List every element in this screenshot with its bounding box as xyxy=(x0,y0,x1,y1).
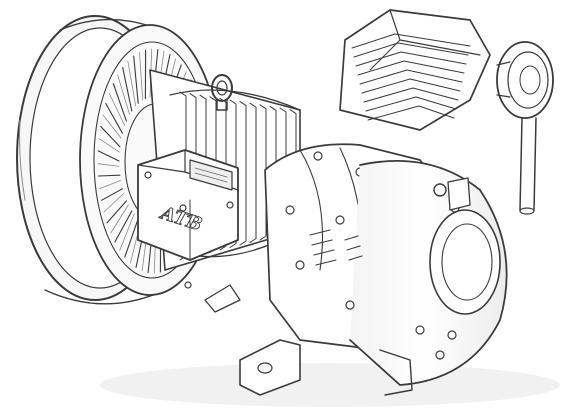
ground-shadow xyxy=(100,363,560,407)
front-cover xyxy=(345,160,508,386)
air-filter xyxy=(496,41,554,119)
lifting-eye xyxy=(211,74,233,111)
cylinder-head xyxy=(339,9,491,131)
nameplate xyxy=(189,159,233,191)
drain-tube xyxy=(519,117,537,215)
base-foot xyxy=(204,284,413,396)
oil-cap xyxy=(447,177,471,211)
cooling-vents xyxy=(309,229,363,266)
